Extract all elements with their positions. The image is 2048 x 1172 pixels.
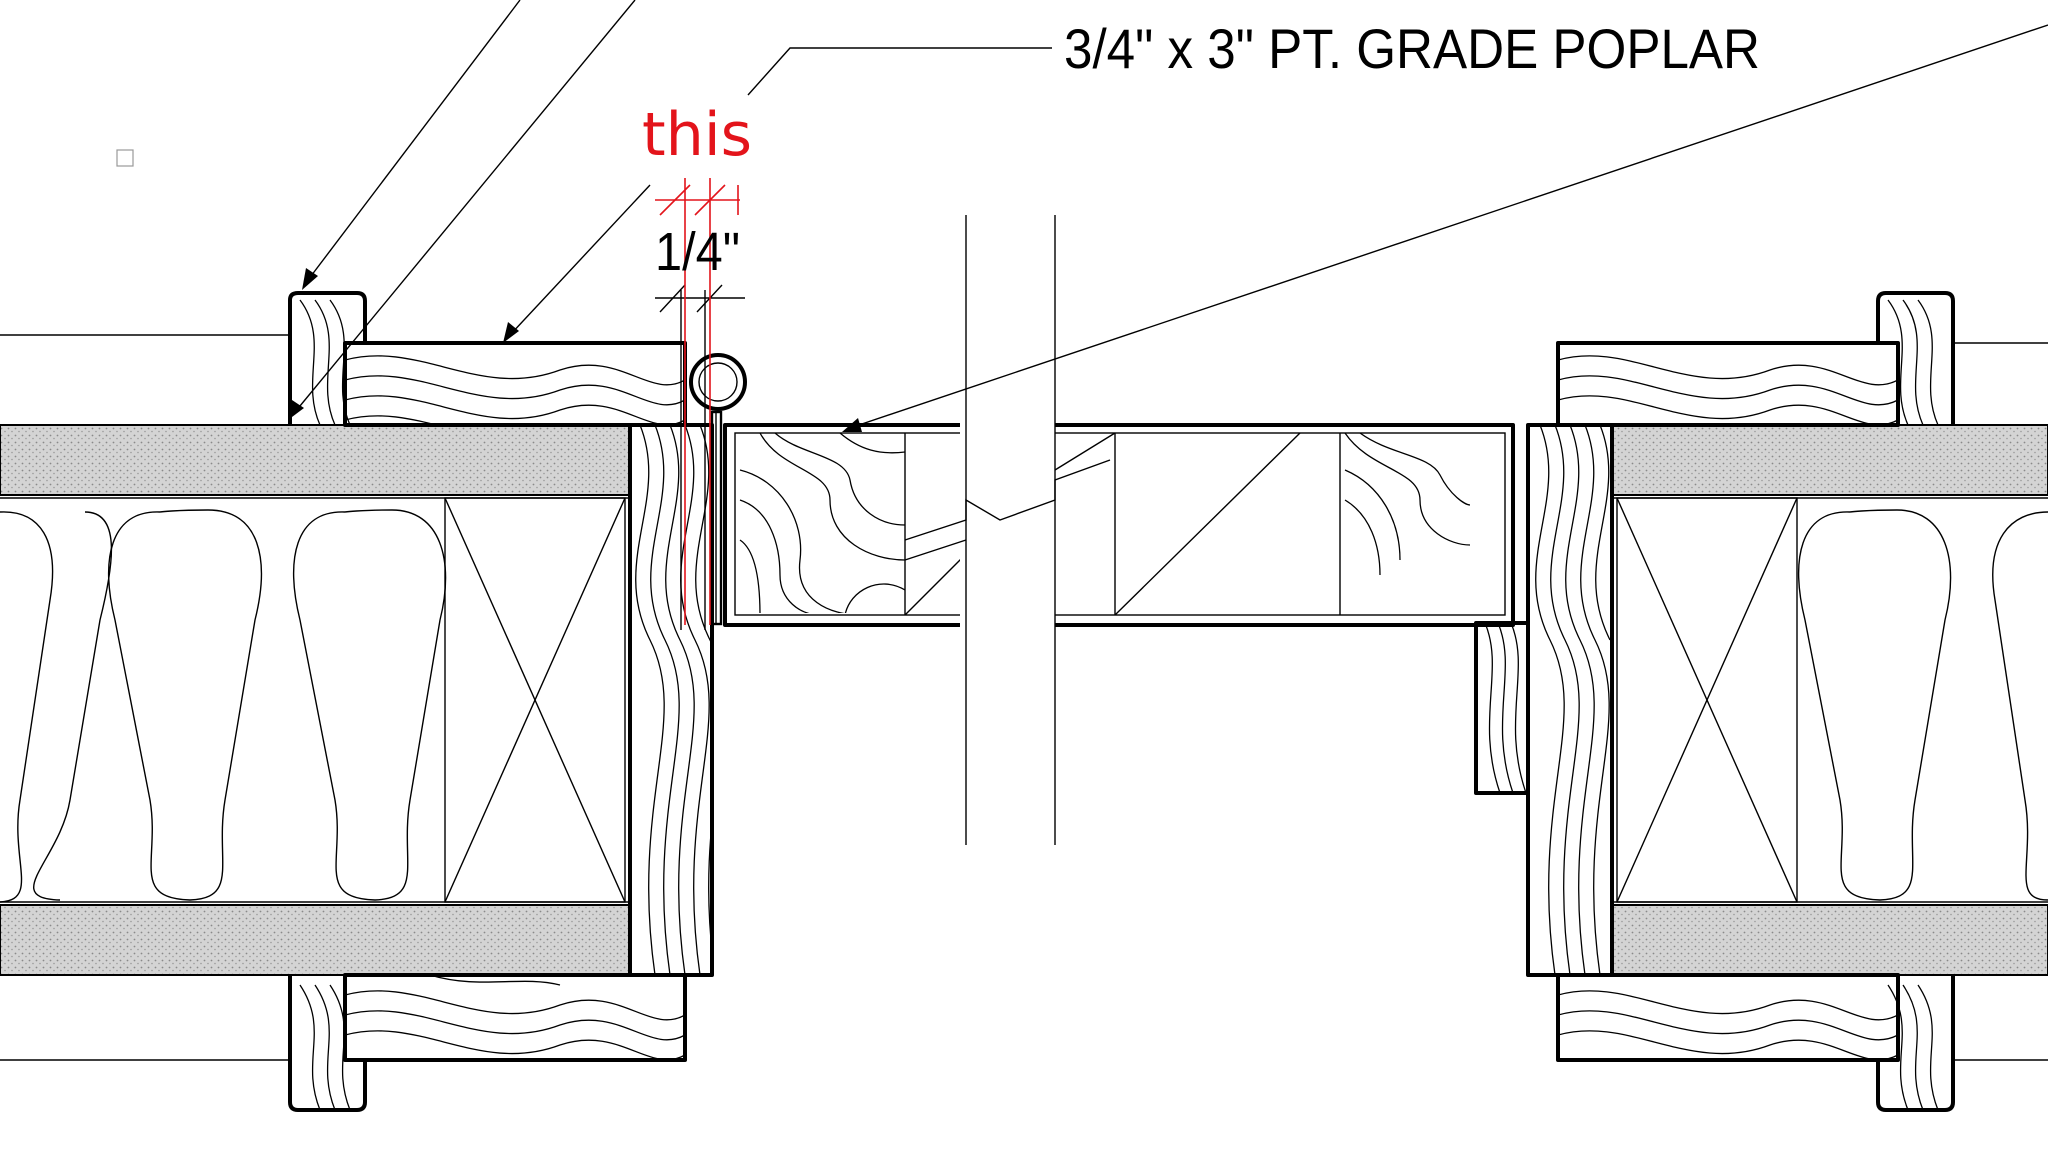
hinge [689, 353, 747, 626]
right-insulation [1797, 509, 2048, 901]
right-door-stop [1474, 621, 1530, 795]
door-leaf [723, 423, 1515, 627]
marker-box [116, 149, 134, 167]
leader-lines [288, 0, 2048, 432]
right-casing-bottom [1876, 975, 2048, 1112]
left-trim-top [343, 341, 687, 427]
markup-note: this [642, 100, 752, 170]
left-casing-top [0, 291, 367, 425]
left-insulation [0, 509, 447, 903]
left-trim-bottom [343, 973, 687, 1062]
right-stud [1616, 497, 1798, 903]
right-drywall-top [1611, 424, 2048, 496]
red-markup [655, 178, 740, 625]
left-casing-bottom [0, 975, 367, 1112]
right-trim-bottom [1556, 973, 1900, 1062]
left-drywall-top [0, 424, 631, 496]
dimension-quarter-inch [655, 284, 745, 630]
right-drywall-bottom [1611, 904, 2048, 976]
dimension-label: 1/4" [655, 222, 740, 282]
left-wall-assembly [0, 291, 714, 1112]
material-callout-label: 3/4" x 3" PT. GRADE POPLAR [1064, 17, 1760, 80]
left-drywall-bottom [0, 904, 631, 976]
right-door-jamb [1526, 423, 1614, 977]
right-casing-top [1876, 291, 2048, 425]
right-trim-top [1556, 341, 1900, 427]
right-wall-assembly [1474, 291, 2048, 1112]
left-stud [444, 497, 626, 903]
break-line [904, 215, 1111, 845]
